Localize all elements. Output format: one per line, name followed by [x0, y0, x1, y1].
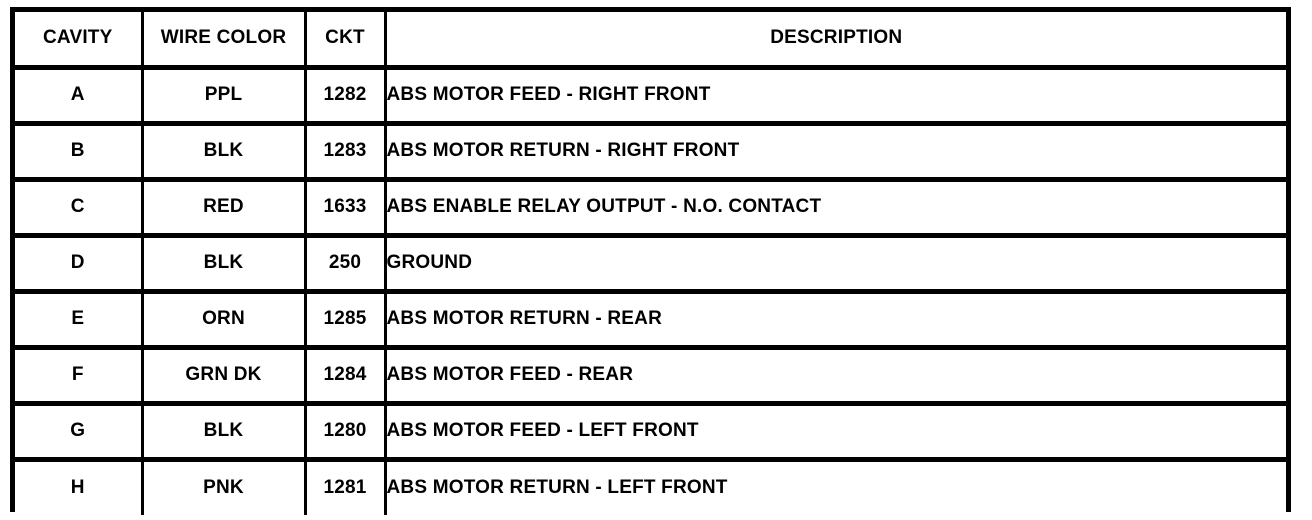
cell-ckt: 1280	[305, 403, 387, 459]
cell-description: ABS MOTOR FEED - REAR	[385, 347, 1286, 403]
table-header: CAVITY WIRE COLOR CKT DESCRIPTION	[15, 12, 1286, 67]
cell-ckt: 1285	[305, 291, 387, 347]
cell-ckt: 1281	[305, 459, 387, 515]
cell-ckt: 1284	[305, 347, 387, 403]
cell-wire-color: BLK	[142, 123, 307, 179]
cell-cavity: G	[15, 403, 144, 459]
cell-description: ABS MOTOR FEED - RIGHT FRONT	[385, 67, 1286, 123]
cell-wire-color: BLK	[142, 403, 307, 459]
cell-wire-color: BLK	[142, 235, 307, 291]
cell-description: ABS MOTOR FEED - LEFT FRONT	[385, 403, 1286, 459]
column-header-wire-color: WIRE COLOR	[142, 12, 307, 67]
cell-ckt: 250	[305, 235, 387, 291]
column-header-description: DESCRIPTION	[385, 12, 1286, 67]
cell-cavity: A	[15, 67, 144, 123]
cell-description: ABS MOTOR RETURN - RIGHT FRONT	[385, 123, 1286, 179]
cell-cavity: E	[15, 291, 144, 347]
cell-ckt: 1633	[305, 179, 387, 235]
cell-description: ABS MOTOR RETURN - REAR	[385, 291, 1286, 347]
cell-ckt: 1282	[305, 67, 387, 123]
cell-wire-color: PPL	[142, 67, 307, 123]
cell-wire-color: RED	[142, 179, 307, 235]
cell-wire-color: PNK	[142, 459, 307, 515]
cell-ckt: 1283	[305, 123, 387, 179]
cell-wire-color: GRN DK	[142, 347, 307, 403]
cell-cavity: H	[15, 459, 144, 515]
cell-description: ABS MOTOR RETURN - LEFT FRONT	[385, 459, 1286, 515]
header-row: CAVITY WIRE COLOR CKT DESCRIPTION	[15, 12, 1286, 67]
cell-description: GROUND	[385, 235, 1286, 291]
column-header-ckt: CKT	[305, 12, 387, 67]
column-header-cavity: CAVITY	[15, 12, 144, 67]
cell-cavity: D	[15, 235, 144, 291]
cell-cavity: F	[15, 347, 144, 403]
cell-cavity: C	[15, 179, 144, 235]
cell-description: ABS ENABLE RELAY OUTPUT - N.O. CONTACT	[385, 179, 1286, 235]
cell-wire-color: ORN	[142, 291, 307, 347]
cell-cavity: B	[15, 123, 144, 179]
